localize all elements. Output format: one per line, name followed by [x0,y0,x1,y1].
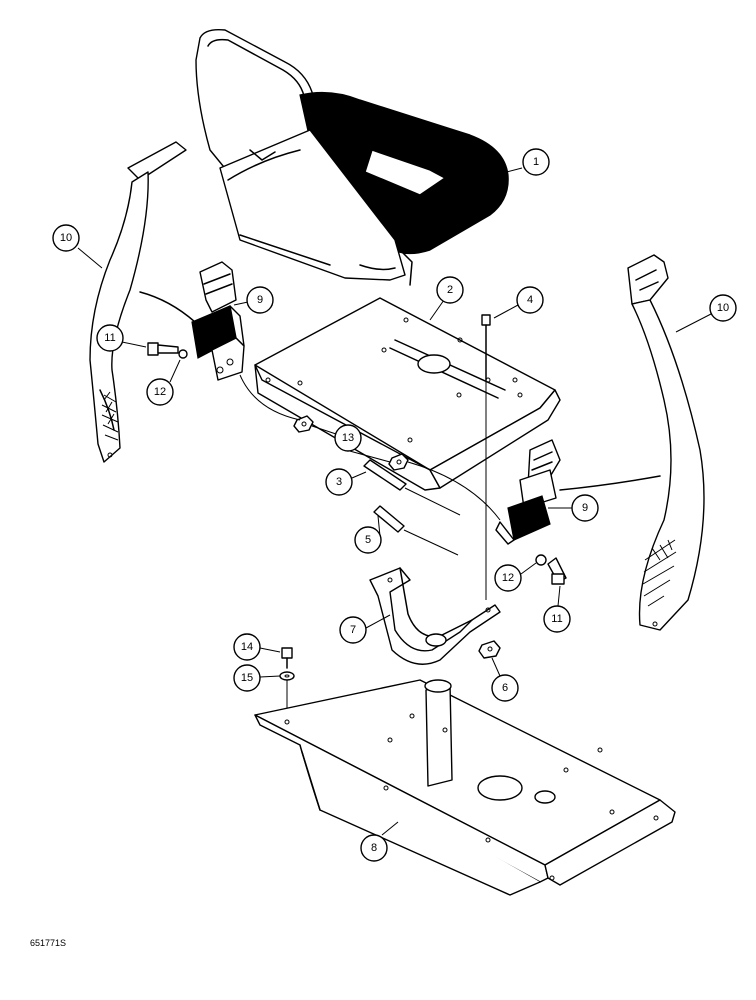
callout-14: 14 [233,633,281,661]
callout-12-left-label: 12 [154,386,166,398]
callout-7-label: 7 [350,624,356,636]
left-buckle-bolt-and-washer [147,342,188,359]
callout-5-label: 5 [365,534,371,546]
callout-1: 1 [494,148,550,176]
pin-part-3 [363,459,461,516]
right-buckle-bolt-and-washer [535,554,567,585]
callout-13-label: 13 [342,432,354,444]
left-seat-belt-buckle [139,261,245,381]
callout-15-label: 15 [241,672,253,684]
callout-3: 3 [325,468,367,496]
callout-12-left: 12 [146,359,181,406]
callout-12-right-label: 12 [502,572,514,584]
nut-part-6 [478,640,501,659]
figure-code: 651771S [30,938,66,948]
pin-part-5 [373,505,459,556]
callout-9-left-label: 9 [257,294,263,306]
callout-11-right: 11 [543,585,571,633]
nuts-part-13 [239,374,501,521]
callout-2: 2 [429,276,464,321]
callout-11-left: 11 [96,324,147,352]
callout-5: 5 [354,515,382,554]
callout-9-left: 9 [233,286,274,314]
seat [195,28,509,286]
callout-15: 15 [233,664,281,692]
callout-9-right: 9 [548,494,599,522]
callout-12-right: 12 [494,562,537,592]
callout-6: 6 [491,657,519,702]
callout-11-left-label: 11 [104,332,115,344]
base-frame-part-8 [254,679,676,896]
callout-9-right-label: 9 [582,502,588,514]
callout-6-label: 6 [502,682,508,694]
bolt-part-4 [481,314,491,600]
callout-4-label: 4 [527,294,533,306]
left-seat-belt-strap [89,141,187,463]
callout-11-right-label: 11 [551,613,562,625]
callout-2-label: 2 [447,284,453,296]
bracket-part-7 [369,567,501,665]
callout-3-label: 3 [336,476,342,488]
callout-10-right-label: 10 [717,302,729,314]
right-seat-belt-buckle [495,439,661,545]
callout-10-left: 10 [52,224,103,269]
callout-14-label: 14 [241,641,253,653]
callout-13: 13 [311,424,391,463]
right-seat-belt-strap [627,254,705,631]
callout-10-right: 10 [675,294,737,333]
callout-7: 7 [339,614,391,644]
callout-10-left-label: 10 [60,232,72,244]
callout-8-label: 8 [371,842,377,854]
callout-4: 4 [493,286,544,319]
callout-1-label: 1 [533,156,539,168]
callout-8: 8 [360,821,399,862]
